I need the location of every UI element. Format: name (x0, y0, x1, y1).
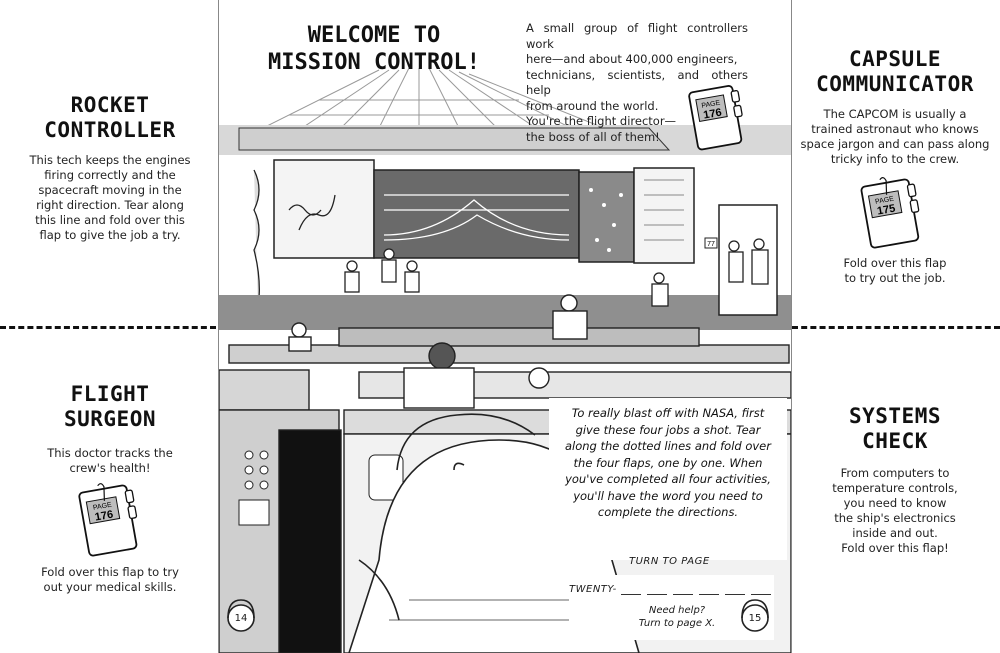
capcom-text-line: tricky info to the crew. (830, 152, 960, 166)
notebook-page-icon: PAGE 175 (860, 177, 920, 249)
surgeon-fold-line: out your medical skills. (43, 580, 177, 594)
instruction-line: you'll have the word you need to (573, 488, 763, 503)
systems-text-line: the ship's electronics (834, 511, 956, 525)
map-screen-dots (589, 188, 623, 252)
instruction-line: give these four jobs a shot. Tear (575, 422, 761, 437)
intro-page-word: PAGE (701, 100, 721, 110)
intro-page-number: 176 (702, 107, 722, 122)
surgeon-text-line: crew's health! (69, 461, 151, 475)
systems-text-line: From computers to (840, 466, 950, 480)
systems-text-line: temperature controls, (832, 481, 958, 495)
intro-line: You're the flight director— (526, 114, 677, 128)
rocket-controller-flap[interactable]: ROCKET CONTROLLER This tech keeps the en… (20, 93, 200, 243)
welcome-line2: MISSION CONTROL! (268, 50, 480, 75)
page-number-left-text: 14 (234, 613, 248, 624)
capsule-communicator-flap[interactable]: CAPSULE COMMUNICATOR The CAPCOM is usual… (800, 47, 990, 167)
flight-surgeon-title-line2: SURGEON (63, 407, 156, 431)
twenty-prefix-label: TWENTY- (569, 584, 617, 595)
intro-line: A small group of flight controllers work (526, 21, 748, 51)
systems-title-line2: CHECK (862, 429, 928, 453)
answer-blank-4[interactable] (699, 594, 719, 595)
notebook-page-icon: PAGE 176 (78, 483, 138, 557)
page-number-headset-icons (227, 599, 769, 632)
systems-title-line1: SYSTEMS (848, 404, 941, 428)
tear-line-left[interactable] (0, 326, 216, 329)
instruction-line: the four flaps, one by one. When (573, 455, 763, 470)
rocket-text-line: spacecraft moving in the (38, 183, 182, 197)
intro-line: technicians, scientists, and others help (526, 67, 748, 98)
surgeon-page-word: PAGE (92, 502, 112, 512)
capcom-fold-line: to try out the job. (844, 271, 946, 285)
capcom-text-line: The CAPCOM is usually a (823, 107, 967, 121)
capcom-fold-line: Fold over this flap (843, 256, 947, 270)
capcom-page-word: PAGE (875, 196, 895, 206)
rocket-controller-title-line2: CONTROLLER (44, 118, 176, 142)
capcom-fold-instructions: Fold over this flap to try out the job. (800, 256, 990, 286)
surgeon-fold-line: Fold over this flap to try (41, 565, 179, 579)
answer-blank-2[interactable] (647, 594, 667, 595)
answer-blank-1[interactable] (621, 594, 641, 595)
notebook-page-icon: PAGE 176 (688, 85, 743, 151)
rocket-text-line: flap to give the job a try. (39, 228, 181, 242)
capcom-text-line: trained astronaut who knows (811, 122, 979, 136)
capcom-title-line1: CAPSULE (848, 47, 941, 71)
page-number-left: 14 (224, 603, 258, 637)
activity-instructions: To really blast off with NASA, first giv… (559, 405, 777, 521)
rocket-text-line: This tech keeps the engines (29, 153, 191, 167)
ceiling-rays (258, 67, 620, 135)
answer-blank-6[interactable] (751, 594, 771, 595)
systems-check-flap[interactable]: SYSTEMS CHECK From computers to temperat… (800, 404, 990, 556)
page-number-right: 15 (738, 603, 772, 637)
intro-line: from around the world. (526, 98, 659, 113)
instruction-line: To really blast off with NASA, first (571, 406, 765, 420)
page-number-right-text: 15 (748, 613, 762, 624)
intro-line: the boss of all of them! (526, 129, 660, 144)
answer-blank-5[interactable] (725, 594, 745, 595)
rocket-text-line: firing correctly and the (44, 168, 176, 182)
standing-controllers (344, 238, 769, 307)
flight-surgeon-title-line1: FLIGHT (70, 382, 150, 406)
intro-line: here—and about 400,000 engineers, (526, 52, 738, 66)
tear-line-right[interactable] (792, 326, 1000, 329)
right-screen-lines (644, 179, 684, 241)
rocket-controller-title-line1: ROCKET (70, 93, 150, 117)
help-line2: Turn to page X. (638, 618, 716, 629)
systems-text-line: you need to know (843, 496, 947, 510)
turn-to-page-label: TURN TO PAGE (629, 556, 710, 567)
rocket-text-line: this line and fold over this (35, 213, 185, 227)
surgeon-text-line: This doctor tracks the (47, 446, 173, 460)
help-hint: Need help? Turn to page X. (623, 604, 731, 630)
help-line1: Need help? (648, 605, 706, 616)
surgeon-page-number: 176 (94, 509, 114, 524)
main-screen-curves (383, 194, 570, 241)
systems-text-line: Fold over this flap! (841, 541, 949, 555)
mission-control-room-illustration: 77 (219, 67, 791, 653)
seated-controllers (288, 294, 588, 409)
welcome-heading: WELCOME TO MISSION CONTROL! (249, 22, 499, 76)
welcome-line1: WELCOME TO (307, 23, 441, 48)
capcom-page-number: 175 (876, 203, 896, 218)
capcom-title-line2: COMMUNICATOR (816, 72, 974, 96)
systems-text-line: inside and out. (852, 526, 938, 540)
surgeon-fold-instructions: Fold over this flap to try out your medi… (20, 565, 200, 595)
instruction-line: along the dotted lines and fold over (564, 439, 771, 453)
rocket-text-line: right direction. Tear along (36, 198, 184, 212)
instruction-line: you've completed all four activities, (565, 472, 771, 486)
capcom-text-line: space jargon and can pass along (800, 137, 990, 151)
left-screen-waves (288, 194, 336, 231)
wall-panel-number: 77 (707, 241, 715, 248)
mission-control-illustration-panel: 77 (218, 0, 792, 653)
answer-blank-3[interactable] (673, 594, 693, 595)
instruction-line: complete the directions. (597, 505, 739, 519)
intro-paragraph: A small group of flight controllers work… (526, 21, 748, 145)
flight-surgeon-flap[interactable]: FLIGHT SURGEON This doctor tracks the cr… (20, 382, 200, 476)
